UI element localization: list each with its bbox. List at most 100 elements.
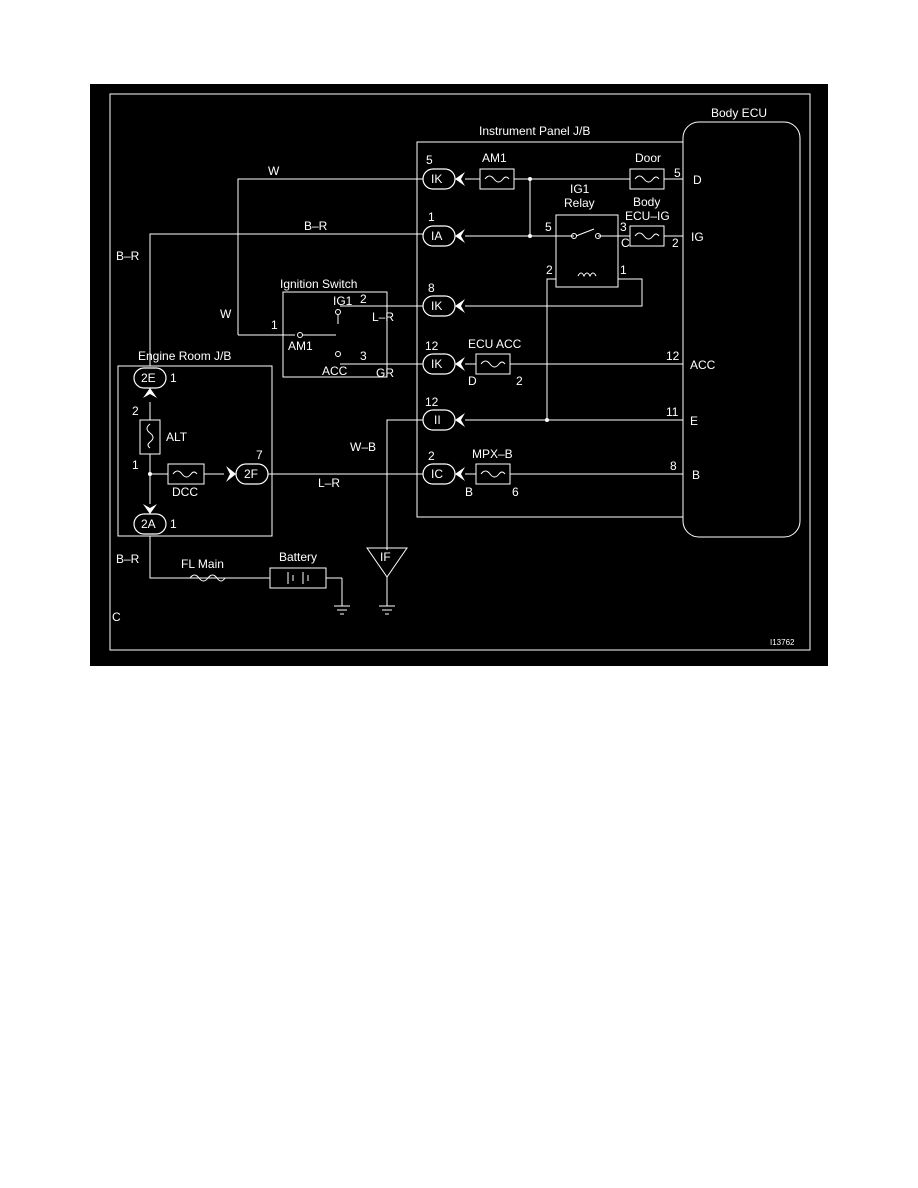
fuse-alt-label: ALT	[166, 430, 188, 444]
diagram-frame	[109, 93, 811, 651]
ground-symbol-if	[379, 576, 395, 615]
fuse-door-symbol	[634, 175, 660, 183]
connector-ic2: IC	[422, 463, 465, 485]
svg-text:IK: IK	[431, 172, 442, 186]
fuse-ecu-acc-label: ECU ACC	[468, 337, 522, 351]
wire-wb-label: W–B	[350, 440, 376, 454]
ground-symbol-battery	[334, 605, 350, 615]
wire-w-top	[237, 178, 423, 335]
wire-br-bottom-label: B–R	[116, 552, 140, 566]
pin-label: C	[621, 236, 630, 250]
svg-text:IA: IA	[431, 229, 442, 243]
pin-label: 5	[426, 153, 433, 167]
ground-point-if-label: IF	[380, 550, 391, 564]
fuse-door	[629, 168, 665, 190]
fuse-body-ecu-ig-symbol	[634, 232, 660, 240]
instrument-panel-jb-box	[416, 141, 684, 518]
fuse-mpx-b	[475, 463, 511, 485]
pin-label: 5	[545, 220, 552, 234]
fuse-mpx-b-symbol	[480, 470, 506, 478]
connector-ik12: IK	[422, 353, 465, 375]
fuse-am1	[479, 168, 515, 190]
figure-id: I13762	[770, 638, 795, 647]
ig1-relay-label-2: Relay	[564, 196, 595, 210]
instrument-panel-jb-label: Instrument Panel J/B	[479, 124, 590, 138]
pin-label: 1	[620, 263, 627, 277]
pin-label: 2	[132, 404, 139, 418]
fuse-ecu-acc-symbol	[480, 360, 506, 368]
ig1-relay-box	[555, 214, 619, 288]
connector-ik8: IK	[422, 295, 465, 317]
pin-label: 1	[132, 458, 139, 472]
ecu-terminal-b: B	[692, 468, 700, 482]
pin-label: 3	[360, 349, 367, 363]
wire-lr-low-label: L–R	[318, 476, 340, 490]
svg-text:IK: IK	[431, 357, 442, 371]
fuse-body-ecu-ig	[629, 225, 665, 247]
wire-relay-ik8	[465, 278, 643, 307]
pin-label: 12	[666, 349, 680, 363]
pin-label: 1	[170, 517, 177, 531]
junction-dot	[528, 177, 532, 181]
pin-label: 2	[516, 374, 523, 388]
ecu-terminal-e: E	[690, 414, 698, 428]
wiring-diagram-svg: Body ECU Instrument Panel J/B Engine Roo…	[90, 84, 828, 666]
pin-label: 12	[425, 395, 439, 409]
fuse-alt-symbol	[146, 423, 154, 449]
fuse-mpx-b-label: MPX–B	[472, 447, 513, 461]
wire-w-left-label: W	[220, 307, 232, 321]
connector-ik5: IK	[422, 168, 465, 190]
battery-box	[269, 567, 327, 589]
pin-label: 2	[428, 449, 435, 463]
fuse-am1-label: AM1	[482, 151, 507, 165]
fuse-body-ecu-ig-label-2: ECU–IG	[625, 209, 670, 223]
connector-2a: 2A	[133, 504, 167, 535]
pin-label: 12	[425, 339, 439, 353]
pin-label: 11	[666, 405, 679, 419]
wire-lr-mid-label: L–R	[372, 310, 394, 324]
connector-ia1: IA	[422, 225, 465, 247]
pin-label: 1	[170, 371, 177, 385]
fuse-fl-main-symbol	[189, 574, 226, 582]
svg-text:IK: IK	[431, 299, 442, 313]
pin-label: 1	[428, 210, 435, 224]
fuse-body-ecu-ig-label-1: Body	[633, 195, 660, 209]
pin-label: D	[468, 374, 477, 388]
svg-text:2F: 2F	[244, 467, 258, 481]
wire-gr-label: GR	[376, 366, 394, 380]
fuse-ecu-acc	[475, 353, 511, 375]
ig1-relay-label-1: IG1	[570, 182, 590, 196]
pin-label: 2	[672, 236, 679, 250]
wire-br-top-label: B–R	[304, 219, 328, 233]
connector-2e: 2E	[133, 367, 167, 398]
svg-text:2A: 2A	[141, 517, 156, 531]
wire-wb	[386, 419, 423, 550]
svg-text:2E: 2E	[141, 371, 156, 385]
connector-2f: 2F	[226, 463, 269, 485]
relay-contact-arm	[575, 228, 595, 237]
ecu-terminal-ig: IG	[691, 230, 704, 244]
fuse-dcc-label: DCC	[172, 485, 198, 499]
pin-label: 8	[670, 459, 677, 473]
wire-br-left-label: B–R	[116, 249, 140, 263]
wiring-diagram: Body ECU Instrument Panel J/B Engine Roo…	[90, 84, 828, 671]
pin-label: 3	[620, 220, 627, 234]
wire-br-bottom	[149, 536, 270, 579]
relay-coil	[577, 272, 597, 278]
switch-terminal-acc: ACC	[322, 364, 348, 378]
pin-label: 2	[546, 263, 553, 277]
ecu-terminal-acc: ACC	[690, 358, 716, 372]
pin-label: 7	[256, 448, 263, 462]
fuse-dcc-symbol	[172, 470, 198, 478]
wire-relay-ground	[546, 278, 556, 420]
svg-text:II: II	[434, 413, 441, 427]
junction-dot	[545, 418, 549, 422]
ecu-terminal-d: D	[693, 173, 702, 187]
pin-label: 6	[512, 485, 519, 499]
fuse-fl-main-label: FL Main	[181, 557, 224, 571]
switch-terminal-am1: AM1	[288, 339, 313, 353]
battery-label: Battery	[279, 550, 317, 564]
ignition-switch-label: Ignition Switch	[280, 277, 357, 291]
pin-label: 2	[360, 292, 367, 306]
connector-ii12: II	[422, 409, 465, 431]
